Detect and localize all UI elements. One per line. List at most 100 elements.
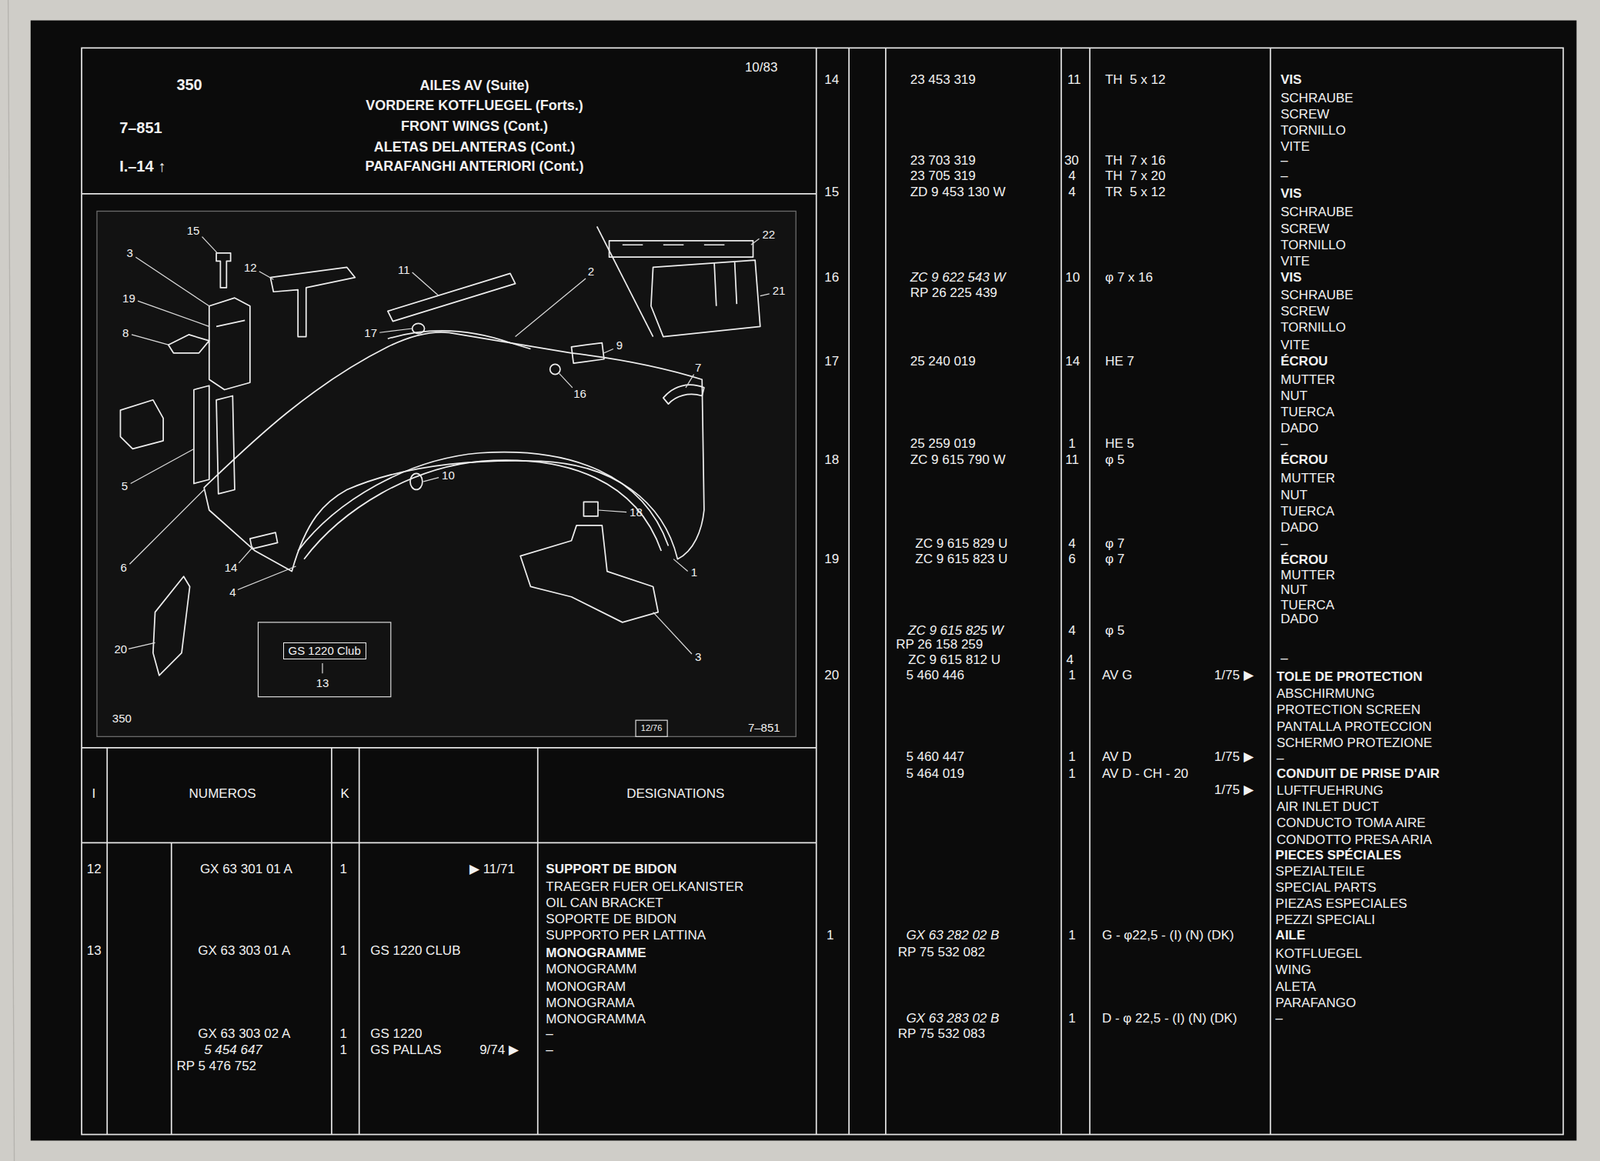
table-text: 15 xyxy=(824,184,839,200)
table-text: 5 464 019 xyxy=(905,766,965,782)
callout-number: 11 xyxy=(397,263,411,277)
table-text: 14 xyxy=(824,72,839,87)
table-text: φ 5 xyxy=(1105,623,1125,638)
table-text: HE 7 xyxy=(1105,354,1135,369)
table-text: VITE xyxy=(1280,253,1310,269)
table-text: AILE xyxy=(1275,928,1306,943)
table-text: DADO xyxy=(1280,420,1319,436)
header-text: 7–851 xyxy=(119,119,163,137)
table-text: 1 xyxy=(340,1042,348,1058)
table-text: GX 63 303 02 A xyxy=(197,1026,291,1042)
callout-number: 8 xyxy=(122,326,129,340)
table-text: GX 63 283 02 B xyxy=(905,1011,999,1026)
table-text: 1 xyxy=(340,1026,348,1042)
callout-number: 17 xyxy=(364,326,378,340)
table-text: RP 5 476 752 xyxy=(176,1058,257,1074)
callout-number: 6 xyxy=(120,561,127,575)
table-text: K xyxy=(340,786,349,802)
table-text: NUT xyxy=(1280,388,1308,404)
monogram-badge: GS 1220 Club xyxy=(283,642,367,660)
table-text: 10 xyxy=(1065,270,1080,285)
table-text: ZC 9 615 825 W xyxy=(908,623,1004,638)
table-text: SCHERMO PROTEZIONE xyxy=(1276,735,1433,751)
heading: FRONT WINGS (Cont.) xyxy=(400,118,548,134)
callout-number: 22 xyxy=(761,227,775,241)
table-text: ABSCHIRMUNG xyxy=(1276,686,1376,702)
table-text: AV D - CH - 20 xyxy=(1102,766,1189,782)
table-text: 5 454 647 xyxy=(203,1042,263,1058)
table-text: – xyxy=(1275,1011,1283,1026)
table-text: SCHRAUBE xyxy=(1280,287,1353,303)
table-text: 20 xyxy=(824,668,839,683)
table-text: AIR INLET DUCT xyxy=(1276,799,1380,815)
callout-number: 16 xyxy=(573,387,587,401)
callout-number: 2 xyxy=(587,264,595,278)
table-text: 17 xyxy=(824,354,839,369)
table-text: 4 xyxy=(1068,623,1076,638)
table-text: G - φ22,5 - (I) (N) (DK) xyxy=(1102,928,1235,943)
table-text: WING xyxy=(1275,962,1311,978)
table-text: SUPPORTO PER LATTINA xyxy=(545,928,706,943)
table-text: PIECES SPÉCIALES xyxy=(1275,848,1401,863)
table-text: CONDUIT DE PRISE D'AIR xyxy=(1276,766,1440,782)
table-text: 5 460 447 xyxy=(905,749,965,765)
table-text: 13 xyxy=(86,943,102,959)
table-text: φ 7 xyxy=(1105,536,1125,552)
table-text: – xyxy=(1280,436,1288,451)
table-text: 1/75 ▶ xyxy=(1214,782,1254,798)
callout-number: 19 xyxy=(122,291,136,305)
table-text: TRAEGER FUER OELKANISTER xyxy=(545,879,744,895)
table-text: ALETA xyxy=(1275,979,1317,995)
table-text: ZC 9 615 812 U xyxy=(908,652,1001,668)
callout-number: 7–851 xyxy=(748,721,781,735)
table-text: TORNILLO xyxy=(1280,237,1347,253)
table-text: 4 xyxy=(1068,168,1076,184)
table-text: ZC 9 615 790 W xyxy=(910,452,1006,468)
table-text: AV D xyxy=(1102,749,1132,765)
table-text: 1 xyxy=(340,861,348,877)
callout-number: 21 xyxy=(772,283,786,298)
table-text: D - φ 22,5 - (I) (N) (DK) xyxy=(1102,1011,1237,1026)
table-text: NUMEROS xyxy=(189,786,257,802)
badge-text: GS 1220 Club xyxy=(288,644,361,659)
table-text: SCREW xyxy=(1280,303,1330,319)
table-text: DADO xyxy=(1280,611,1319,627)
table-text: ÉCROU xyxy=(1280,552,1328,568)
table-text: VIS xyxy=(1280,186,1302,201)
table-text: TORNILLO xyxy=(1280,123,1347,138)
table-text: 16 xyxy=(824,270,839,285)
header-text: 350 xyxy=(176,76,202,94)
table-text: MUTTER xyxy=(1280,372,1336,388)
table-text: PEZZI SPECIALI xyxy=(1275,912,1375,928)
table-text: OIL CAN BRACKET xyxy=(545,895,663,911)
callout-number: 3 xyxy=(126,246,133,260)
table-text: ZC 9 622 543 W xyxy=(910,270,1006,285)
table-text: 4 xyxy=(1066,652,1074,668)
table-text: ZC 9 615 829 U xyxy=(915,536,1008,552)
table-text: 10/83 xyxy=(744,60,779,75)
table-text: I xyxy=(92,786,97,802)
table-text: SCHRAUBE xyxy=(1280,90,1353,106)
table-text: VIS xyxy=(1280,72,1302,87)
callout-number: 4 xyxy=(229,585,236,599)
table-text: MONOGRAMM xyxy=(545,962,637,977)
table-text: – xyxy=(1280,168,1288,184)
table-text: MUTTER xyxy=(1280,470,1336,486)
table-text: RP 26 225 439 xyxy=(910,285,998,301)
table-text: 1/75 ▶ xyxy=(1214,749,1254,765)
table-text: PROTECTION SCREEN xyxy=(1276,702,1421,718)
table-text: LUFTFUEHRUNG xyxy=(1276,783,1384,799)
table-text: TUERCA xyxy=(1280,404,1335,420)
callout-number: 3 xyxy=(694,650,702,664)
table-text: – xyxy=(1276,751,1284,766)
table-text: VITE xyxy=(1280,337,1310,353)
table-text: 11 xyxy=(1065,452,1079,468)
table-text: NUT xyxy=(1280,487,1308,503)
table-text: 9/74 ▶ xyxy=(479,1042,519,1058)
table-text: 1 xyxy=(1068,766,1076,782)
table-text: 5 460 446 xyxy=(905,668,965,683)
table-text: 25 240 019 xyxy=(910,354,976,369)
table-text: TORNILLO xyxy=(1280,320,1347,335)
table-text: 18 xyxy=(824,452,839,468)
